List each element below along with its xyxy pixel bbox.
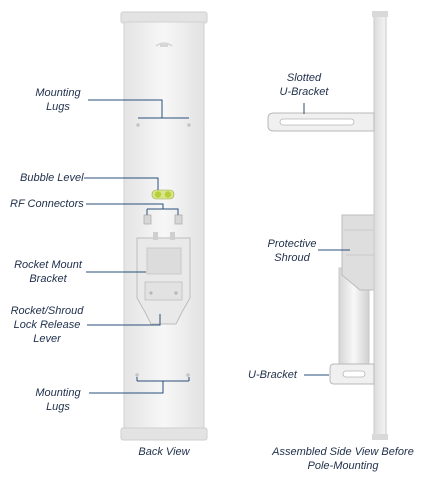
rocket-mount-bracket bbox=[136, 232, 191, 325]
ubiquiti-logo bbox=[155, 42, 173, 47]
label-mounting-lugs-top: Mounting Lugs bbox=[35, 87, 81, 113]
back-view-antenna bbox=[84, 11, 208, 441]
slotted-u-bracket bbox=[267, 112, 375, 132]
label-protective-shroud: Protective Shroud bbox=[267, 238, 317, 264]
u-bracket bbox=[329, 363, 375, 385]
bubble-level bbox=[151, 189, 175, 200]
label-rf-connectors: RF Connectors bbox=[10, 198, 84, 210]
label-mounting-lugs-bottom: Mounting Lugs bbox=[35, 387, 81, 413]
back-view-leader-lines bbox=[84, 99, 190, 394]
protective-shroud bbox=[341, 214, 377, 291]
label-u-bracket: U-Bracket bbox=[248, 369, 297, 381]
side-view-antenna bbox=[267, 11, 388, 440]
label-slotted-u-bracket: Slotted U-Bracket bbox=[279, 72, 329, 98]
caption-back-view: Back View bbox=[138, 446, 190, 458]
side-view-leader-lines bbox=[303, 103, 350, 376]
label-lock-release-lever: Rocket/Shroud Lock Release Lever bbox=[10, 305, 84, 345]
label-rocket-mount-bracket: Rocket Mount Bracket bbox=[14, 259, 82, 285]
label-bubble-level: Bubble Level bbox=[20, 172, 84, 184]
caption-side-view: Assembled Side View Before Pole-Mounting bbox=[272, 446, 414, 472]
